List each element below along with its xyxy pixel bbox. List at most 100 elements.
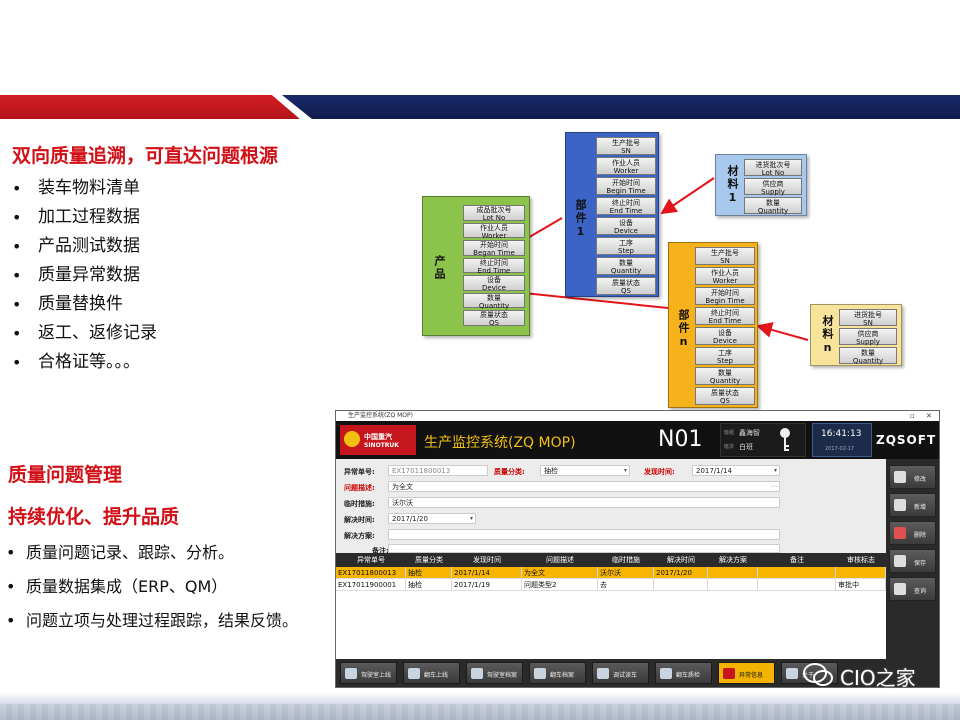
warning-icon (723, 668, 735, 679)
table-cell: EX17011900001 (336, 579, 406, 591)
nav-button[interactable]: 驾驶室档案 (466, 662, 523, 684)
field-name-en: Begin Time (606, 187, 646, 195)
field-name-en: Step (618, 247, 634, 255)
edit-icon (894, 471, 906, 483)
heading-continuous-improvement: 持续优化、提升品质 (8, 506, 180, 528)
field-name-cn: 开始时间 (612, 179, 640, 187)
nav-button[interactable]: 翻车档案 (529, 662, 586, 684)
field-name-en: Quantity (757, 206, 789, 215)
screen-icon (408, 668, 420, 679)
description-label: 问题描述: (344, 484, 375, 492)
field-name-cn: 数量 (861, 348, 875, 357)
field-name-cn: 数量 (766, 198, 780, 207)
column-header[interactable]: 问题描述 (546, 556, 574, 564)
column-header[interactable]: 发现时间 (473, 556, 501, 564)
table-header: 异常单号 质量分类 发现时间 问题描述 临时措施 解决时间 解决方案 备注 审核标志 (336, 553, 886, 567)
delete-icon (894, 527, 906, 539)
side-button-label: 删除 (914, 532, 927, 539)
save-icon (894, 555, 906, 567)
solution-input[interactable] (388, 529, 780, 540)
temp-measure-label: 临时措施: (344, 500, 375, 508)
nav-button-label: 翻车上线 (424, 672, 449, 679)
field-name-en: Begin Time (705, 297, 745, 305)
column-header[interactable]: 解决方案 (719, 556, 747, 564)
solve-time-label: 解决时间: (344, 516, 375, 524)
side-button-label: 新增 (914, 504, 927, 511)
side-button-delete[interactable]: 删除 (889, 521, 936, 545)
table-cell: 2017/1/19 (452, 579, 522, 591)
field-name-en: Supply (761, 187, 785, 196)
solution-label: 解决方案: (344, 532, 375, 540)
quality-category-select[interactable]: 抽检▾ (540, 465, 630, 476)
zqsoft-brand: ZQSOFT (876, 433, 937, 447)
chevron-down-icon: ▾ (469, 515, 473, 522)
chevron-down-icon: ▾ (773, 467, 777, 474)
field-name-cn: 设备 (619, 219, 633, 227)
temp-measure-input[interactable]: 沃尔沃 (388, 497, 780, 508)
solve-time-value: 2017/1/20 (392, 515, 428, 523)
side-button-search[interactable]: 查询 (889, 577, 936, 601)
field-name-cn: 开始时间 (480, 241, 508, 249)
user-team-label: 班组 (724, 430, 735, 436)
key-icon[interactable] (778, 427, 792, 453)
side-button-label: 修改 (914, 476, 927, 483)
solve-time-picker[interactable]: 2017/1/20 ▾ (388, 513, 476, 524)
nav-button[interactable]: 异常信息 (718, 662, 775, 684)
field-name-en: Device (614, 227, 638, 235)
side-button-edit[interactable]: 修改 (889, 465, 936, 489)
nav-button[interactable]: 翻车质检 (655, 662, 712, 684)
field-name-cn: 设备 (718, 329, 732, 337)
column-header[interactable]: 异常单号 (357, 556, 385, 564)
field-name-en: Device (482, 284, 506, 292)
window-close-icon[interactable]: ✕ (926, 412, 932, 420)
nav-button-label: 翻车档案 (550, 672, 575, 679)
field-name-cn: 终止时间 (711, 309, 739, 317)
column-header[interactable]: 临时措施 (612, 556, 640, 564)
side-button-save[interactable]: 保存 (889, 549, 936, 573)
nav-button[interactable]: 驾驶室上线 (340, 662, 397, 684)
window-restore-icon[interactable]: ▫ (910, 412, 915, 420)
field-name-en: QS (489, 319, 499, 327)
issue-no-field[interactable]: EX17011800013 (388, 465, 488, 476)
column-header[interactable]: 审核标志 (847, 556, 875, 564)
field-name-cn: 作业人员 (612, 159, 640, 167)
list-item: 质量问题记录、跟踪、分析。 (4, 536, 298, 570)
bottom-nav-bar: 驾驶室上线翻车上线驾驶室档案翻车档案调试读车翻车质检异常信息关于 (336, 659, 939, 687)
column-header[interactable]: 解决时间 (667, 556, 695, 564)
side-button-add[interactable]: 新增 (889, 493, 936, 517)
column-header[interactable]: 备注 (790, 556, 804, 564)
field-name-en: Lot No (761, 168, 785, 177)
add-icon (894, 499, 906, 511)
field-name-en: Step (717, 357, 733, 365)
list-item: 质量异常数据 (10, 261, 157, 290)
table-cell: 为全文 (522, 567, 598, 579)
note-input[interactable] (388, 544, 780, 553)
column-header[interactable]: 质量分类 (415, 556, 443, 564)
description-input[interactable]: 为全文⋯ (388, 481, 780, 492)
field-name-cn: 终止时间 (480, 258, 508, 267)
nav-button[interactable]: 翻车上线 (403, 662, 460, 684)
screen-icon (345, 668, 357, 679)
field-name-cn: 供应商 (762, 179, 784, 188)
table-cell: 2017/1/14 (452, 567, 522, 579)
found-time-picker[interactable]: 2017/1/14▾ (692, 465, 780, 476)
sinotruk-logo: 中国重汽 SINOTRUK (340, 425, 416, 455)
side-button-label: 查询 (914, 588, 927, 595)
field-name-cn: 设备 (487, 276, 501, 284)
nav-button[interactable]: 调试读车 (592, 662, 649, 684)
clock-time: 16:41:13 (821, 429, 862, 439)
